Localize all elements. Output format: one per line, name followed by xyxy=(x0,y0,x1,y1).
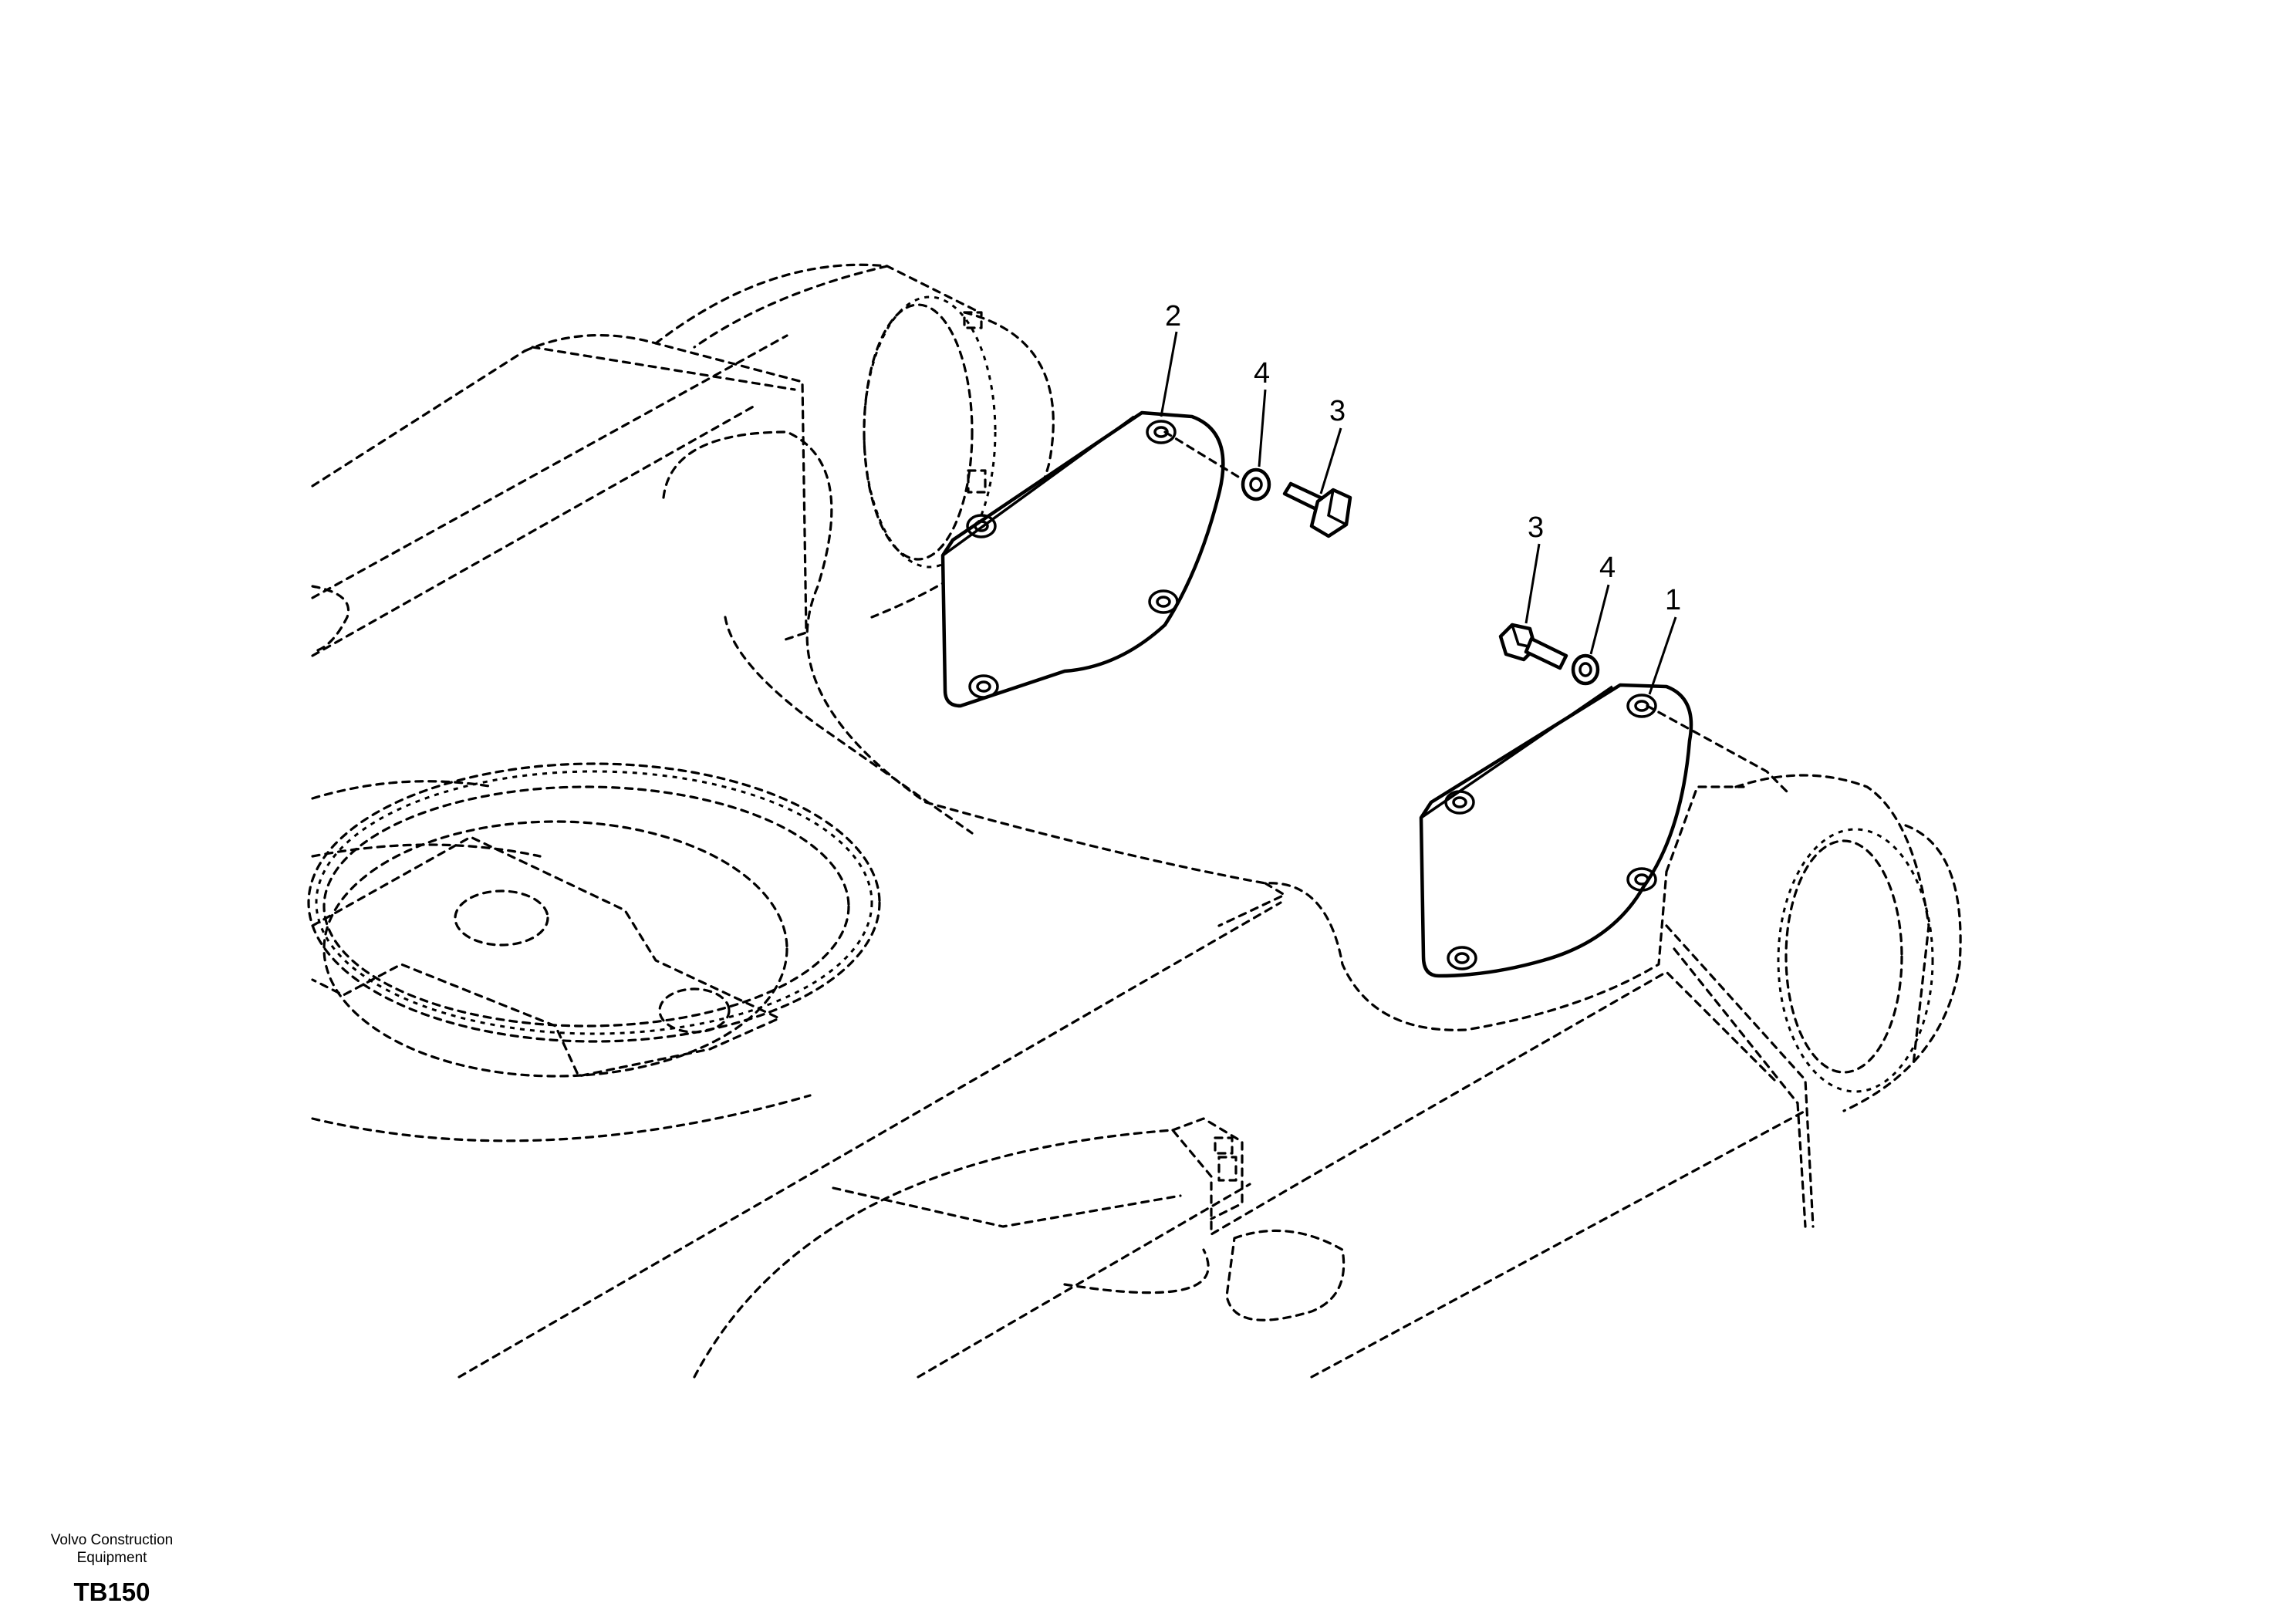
bolt-hole-icon xyxy=(1626,867,1657,892)
callout-part-4-upper: 4 xyxy=(1254,357,1270,390)
drawing-footer: Volvo Construction Equipment TB150 xyxy=(23,1531,201,1607)
leader-line xyxy=(1319,427,1342,494)
callout-part-1: 1 xyxy=(1665,584,1681,616)
bolt-hole-icon xyxy=(968,674,999,699)
bolt-hole-icon xyxy=(1447,946,1477,970)
bolt-hole-icon xyxy=(1444,790,1475,815)
leader-line xyxy=(1160,331,1178,417)
phantom-frame-outline xyxy=(307,263,1962,1379)
callout-part-2: 2 xyxy=(1165,300,1181,332)
axis-line-upper xyxy=(1163,430,1240,478)
leader-line xyxy=(1589,584,1610,655)
callout-part-3-lower: 3 xyxy=(1528,511,1544,544)
figure-code: TB150 xyxy=(73,1578,150,1606)
leader-line xyxy=(1648,616,1677,695)
cover-plate-lower xyxy=(1419,683,1693,978)
bolt-hole-icon xyxy=(1148,589,1179,614)
callout-part-4-lower: 4 xyxy=(1599,552,1616,584)
bolt-upper xyxy=(1282,481,1352,538)
brand-line-1: Volvo Construction xyxy=(50,1532,174,1548)
leader-line xyxy=(1524,543,1541,624)
brand-line-2: Equipment xyxy=(76,1550,147,1566)
bolt-hole-icon xyxy=(966,514,997,538)
callout-part-3-upper: 3 xyxy=(1329,395,1346,427)
washer-lower xyxy=(1571,653,1600,686)
axis-line-lower xyxy=(1646,704,1791,796)
washer-upper xyxy=(1241,467,1271,501)
leader-line xyxy=(1258,389,1267,467)
cover-plate-upper xyxy=(940,410,1225,708)
bolt-lower xyxy=(1498,623,1568,670)
